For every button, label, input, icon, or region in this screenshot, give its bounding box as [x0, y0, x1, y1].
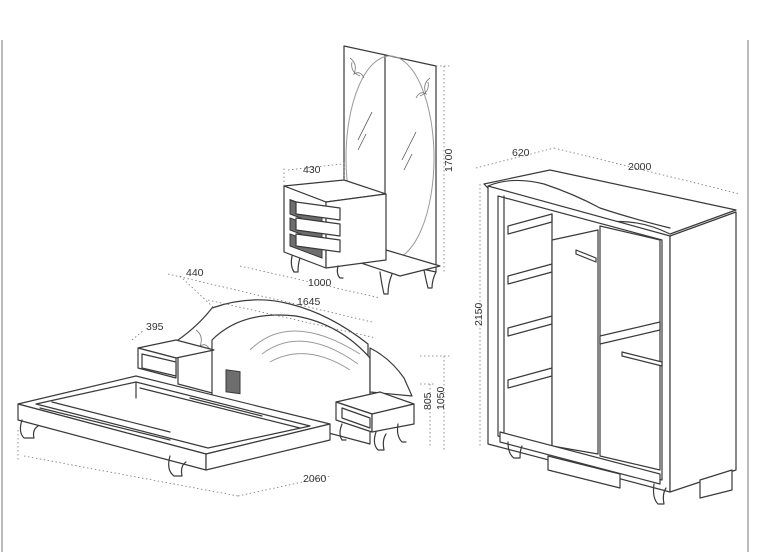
- dim-bed-side-depth: 395: [146, 321, 164, 333]
- dim-wardrobe-depth: 620: [512, 147, 530, 159]
- sliding-door: [551, 229, 599, 455]
- dim-bed-top-depth: 440: [186, 267, 204, 279]
- dim-wardrobe-height: 2150: [473, 302, 485, 326]
- dim-bed-length: 2060: [303, 473, 327, 485]
- dim-dresser-depth: 430: [303, 164, 321, 176]
- shelf-5: [599, 321, 661, 345]
- bed: [17, 273, 450, 497]
- wardrobe: [475, 147, 741, 505]
- dim-mirror-height: 1700: [443, 148, 455, 172]
- dim-bed-height-b: 1050: [435, 386, 447, 410]
- dressing-table: [239, 45, 450, 299]
- dim-bed-width: 1645: [297, 296, 321, 308]
- dim-dresser-width: 1000: [308, 277, 332, 289]
- dim-bed-height-a: 805: [422, 392, 434, 410]
- mirror-ornament-right: [415, 77, 431, 99]
- wardrobe-side: [669, 211, 737, 493]
- mirror-ornament-left: [349, 57, 365, 79]
- dim-wardrobe-width: 2000: [628, 161, 652, 173]
